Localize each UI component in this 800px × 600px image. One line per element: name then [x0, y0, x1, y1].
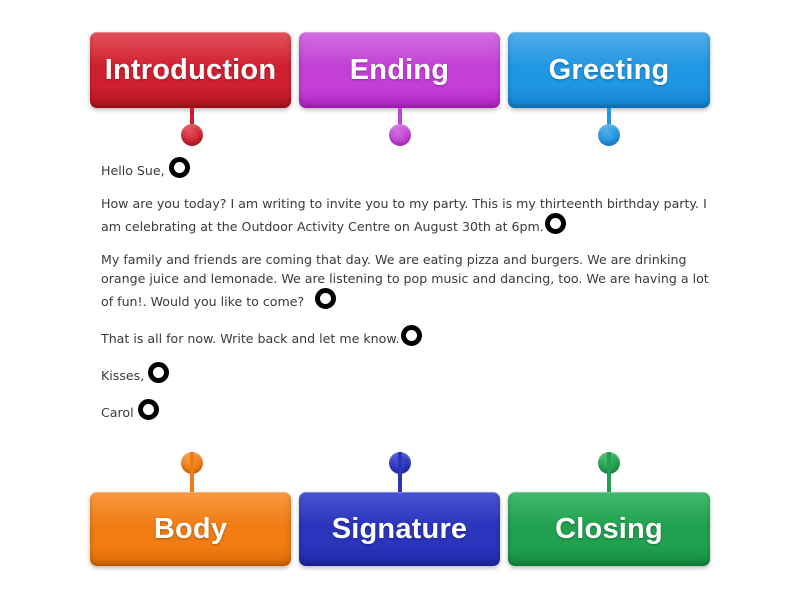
letter-paragraph-3-text: That is all for now. Write back and let …: [101, 331, 400, 346]
pin-stem: [190, 108, 194, 146]
letter-signature-text: Carol: [101, 405, 134, 420]
pin-connector-introduction: [181, 108, 203, 146]
drop-target-signature[interactable]: [137, 399, 159, 420]
label-chip-greeting-text: Greeting: [548, 53, 670, 86]
pin-knob: [598, 124, 620, 146]
drop-target-body[interactable]: [315, 288, 337, 309]
pin-connector-body: [181, 452, 203, 494]
label-chip-body-text: Body: [153, 512, 228, 545]
pin-connector-signature: [389, 452, 411, 494]
letter-closing-line: Kisses,: [101, 362, 721, 385]
pin-stem: [398, 108, 402, 146]
letter-paragraph-2: My family and friends are coming that da…: [101, 250, 721, 311]
pin-connector-greeting: [598, 108, 620, 146]
label-chip-closing[interactable]: Closing: [508, 492, 710, 566]
letter-closing-text: Kisses,: [101, 368, 145, 383]
label-chip-body[interactable]: Body: [90, 492, 291, 566]
label-chip-greeting[interactable]: Greeting: [508, 32, 710, 108]
pin-connector-closing: [598, 452, 620, 494]
drop-target-ending[interactable]: [400, 325, 422, 346]
drop-target-greeting[interactable]: [168, 157, 190, 178]
drop-target-closing[interactable]: [148, 362, 170, 383]
drop-target-introduction[interactable]: [544, 213, 566, 234]
pin-knob: [181, 452, 203, 474]
label-chip-introduction-text: Introduction: [104, 53, 277, 86]
pin-knob: [181, 124, 203, 146]
pin-stem: [607, 108, 611, 146]
pin-knob: [389, 452, 411, 474]
pin-knob: [598, 452, 620, 474]
letter-paragraph-2-text: My family and friends are coming that da…: [101, 252, 709, 309]
label-chip-ending-text: Ending: [349, 53, 450, 86]
label-chip-closing-text: Closing: [555, 512, 663, 545]
label-chip-ending[interactable]: Ending: [299, 32, 500, 108]
letter-signature-line: Carol: [101, 399, 721, 422]
label-chip-introduction[interactable]: Introduction: [90, 32, 291, 108]
letter-paragraph-1: How are you today? I am writing to invit…: [101, 194, 721, 236]
pin-stem: [190, 452, 194, 494]
label-chip-signature-text: Signature: [331, 512, 468, 545]
label-chip-signature[interactable]: Signature: [299, 492, 500, 566]
letter-greeting-text: Hello Sue,: [101, 163, 165, 178]
pin-stem: [398, 452, 402, 494]
letter-paragraph-1-text: How are you today? I am writing to invit…: [101, 196, 707, 234]
pin-connector-ending: [389, 108, 411, 146]
letter-greeting-line: Hello Sue,: [101, 157, 721, 180]
pin-stem: [607, 452, 611, 494]
letter-text-panel: Hello Sue, How are you today? I am writi…: [101, 157, 721, 422]
letter-paragraph-3: That is all for now. Write back and let …: [101, 325, 721, 348]
pin-knob: [389, 124, 411, 146]
